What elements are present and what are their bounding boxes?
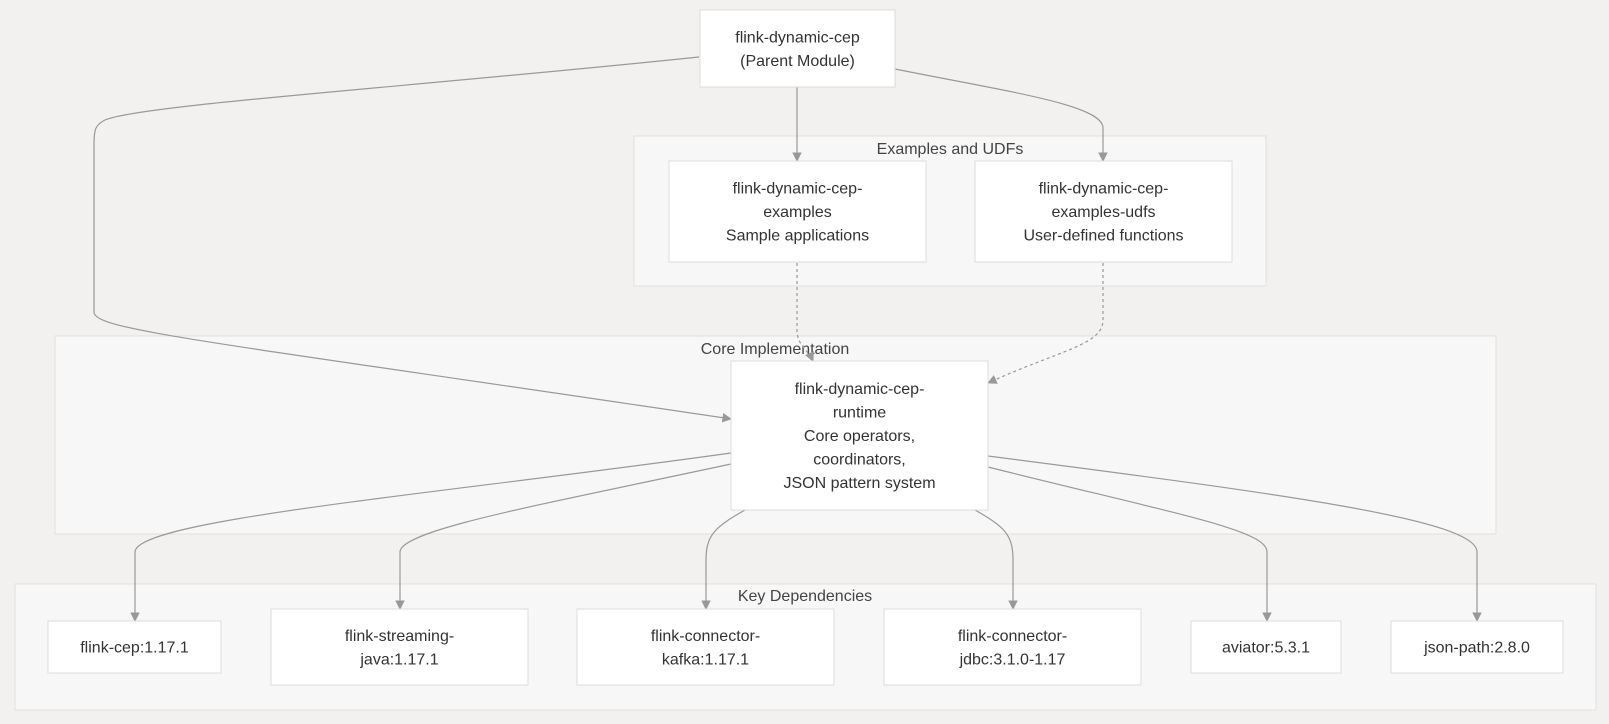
edge-udfs-runtime xyxy=(987,263,1104,384)
node-label-line: flink-connector- xyxy=(958,628,1067,645)
node-label-line: examples xyxy=(763,204,831,221)
node-label-line: flink-streaming- xyxy=(345,628,454,645)
node-label-jsonpath: json-path:2.8.0 xyxy=(1423,640,1530,657)
node-label-line: flink-cep:1.17.1 xyxy=(80,640,189,657)
node-label-line: (Parent Module) xyxy=(740,53,855,70)
edge-runtime-jdbc xyxy=(974,509,1018,610)
node-flink-connector-kafka[interactable]: flink-connector-kafka:1.17.1 xyxy=(576,608,835,686)
node-label-line: runtime xyxy=(833,405,886,422)
cluster-label-examples: Examples and UDFs xyxy=(877,141,1024,158)
node-label-parent: flink-dynamic-cep (Parent Module) xyxy=(735,29,860,70)
edge-examples-runtime xyxy=(796,263,814,362)
node-json-path[interactable]: json-path:2.8.0 xyxy=(1390,620,1564,674)
node-label-line: kafka:1.17.1 xyxy=(662,651,749,668)
node-label-line: java:1.17.1 xyxy=(359,651,438,668)
node-label-line: examples-udfs xyxy=(1051,204,1155,221)
edge-runtime-aviator xyxy=(987,466,1272,622)
node-label-line: User-defined functions xyxy=(1023,228,1183,245)
node-label-line: json-path:2.8.0 xyxy=(1423,640,1530,657)
node-label-line: flink-dynamic-cep xyxy=(735,29,860,46)
edge-runtime-cep xyxy=(130,452,732,622)
node-flink-streaming-java[interactable]: flink-streaming-java:1.17.1 xyxy=(270,608,529,686)
node-label-line: JSON pattern system xyxy=(783,475,935,492)
node-label-streaming: flink-streaming-java:1.17.1 xyxy=(345,628,454,669)
edge-runtime-kafka xyxy=(701,509,746,610)
edges xyxy=(93,56,1482,622)
node-label-line: aviator:5.3.1 xyxy=(1222,640,1310,657)
node-label-kafka: flink-connector-kafka:1.17.1 xyxy=(651,628,760,669)
cluster-label-core: Core Implementation xyxy=(701,341,850,358)
edge-parent-udfs xyxy=(894,68,1108,162)
node-label-line: flink-dynamic-cep- xyxy=(795,381,925,398)
node-label-line: Sample applications xyxy=(726,228,869,245)
edge-runtime-jsonpath xyxy=(987,455,1482,622)
node-parent-module[interactable]: flink-dynamic-cep (Parent Module) xyxy=(699,9,896,88)
node-flink-cep[interactable]: flink-cep:1.17.1 xyxy=(47,620,222,674)
node-label-line: flink-connector- xyxy=(651,628,760,645)
node-aviator[interactable]: aviator:5.3.1 xyxy=(1190,620,1342,674)
node-label-line: jdbc:3.1.0-1.17 xyxy=(959,651,1066,668)
node-label-aviator: aviator:5.3.1 xyxy=(1222,640,1310,657)
node-label-cep: flink-cep:1.17.1 xyxy=(80,640,189,657)
edge-runtime-streaming xyxy=(395,463,732,610)
node-label-line: Core operators, xyxy=(804,428,915,445)
node-label-line: flink-dynamic-cep- xyxy=(733,181,863,198)
node-label-line: coordinators, xyxy=(813,452,906,469)
cluster-label-deps: Key Dependencies xyxy=(738,588,872,605)
node-label-line: flink-dynamic-cep- xyxy=(1039,181,1169,198)
node-flink-connector-jdbc[interactable]: flink-connector-jdbc:3.1.0-1.17 xyxy=(883,608,1142,686)
node-label-jdbc: flink-connector-jdbc:3.1.0-1.17 xyxy=(958,628,1067,669)
edge-parent-runtime xyxy=(93,56,732,423)
